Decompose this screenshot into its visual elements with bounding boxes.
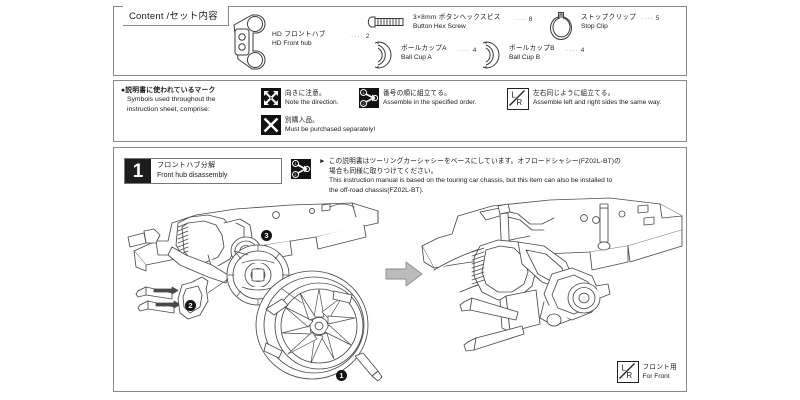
symbols-panel: ●説明書に使われているマーク Symbols used throughout t… (113, 80, 687, 142)
step-note-en-line2: the off-road chassis(FZ02L-BT). (329, 186, 424, 194)
part-label-en: Button Hex Screw (413, 23, 466, 30)
part-label-ball-cup-a: ボールカップA Ball Cup A (401, 44, 447, 62)
symbol-label-direction: 向きに注意。 Note the direction. (285, 88, 339, 107)
symbol-label-jp: 番号の順に組立てる。 (383, 90, 451, 97)
step-number-badge: 1 (125, 159, 151, 183)
part-label-en: HD Front hub (272, 40, 312, 47)
step-title-en: Front hub disassembly (157, 172, 228, 179)
step-title-jp: フロントハブ分解 (157, 162, 216, 169)
part-label-button-hex-screw: 3×8mm ボタンヘックスビス Button Hex Screw (413, 13, 501, 31)
part-label-en: Ball Cup A (401, 54, 432, 61)
symbol-label-jp: 左右同じように組立てる。 (533, 90, 615, 97)
symbols-heading-jp: ●説明書に使われているマーク (121, 87, 216, 94)
qty-dots: ···· (641, 15, 654, 22)
symbol-label-left-right: 左右同じように組立てる。 Assemble left and right sid… (533, 88, 661, 107)
part-qty-ball-cup-b: ···· 4 (566, 47, 584, 54)
symbols-heading-en-2: instruction sheet, comprise: (127, 105, 210, 113)
for-front-marker: L R フロント用 For Front (616, 361, 677, 383)
qty-dots: ···· (458, 47, 471, 54)
symbol-label-en: Note the direction. (285, 99, 339, 107)
symbol-note-purchase-separately: 別購入品。 Must be purchased separately! (261, 115, 375, 135)
qty-value: 2 (365, 33, 370, 40)
symbol-note-direction: 向きに注意。 Note the direction. (261, 88, 339, 108)
svg-text:2: 2 (363, 102, 365, 106)
symbol-label-en: Assemble in the specified order. (383, 99, 477, 107)
qty-value: 4 (472, 47, 477, 54)
symbol-label-jp: 別購入品。 (285, 117, 319, 124)
part-qty-ball-cup-a: ···· 4 (458, 47, 476, 54)
step-note-jp-line1: この説明書はツーリングカーシャシーをベースにしています。オフロードシャシー(FZ… (328, 158, 621, 165)
right-arrow-icon (384, 260, 424, 293)
callout-1: 1 (336, 370, 347, 381)
step-panel: 1 フロントハブ分解 Front hub disassembly 1 (113, 147, 687, 392)
svg-text:1: 1 (295, 162, 297, 166)
qty-value: 4 (580, 47, 585, 54)
symbol-label-en: Must be purchased separately! (285, 126, 376, 134)
front-hub-assembled-diagram (414, 190, 689, 395)
step-note-en-line1: This instruction manual is based on the … (329, 177, 613, 185)
part-label-hd-front-hub: HD フロントハブ HD Front hub (272, 30, 326, 48)
svg-text:2: 2 (295, 173, 297, 177)
svg-text:R: R (516, 98, 522, 107)
symbol-label-en: Assemble left and right sides the same w… (533, 99, 662, 107)
step-title-box: 1 フロントハブ分解 Front hub disassembly (124, 158, 282, 184)
symbol-label-purchase-separately: 別購入品。 Must be purchased separately! (285, 115, 375, 134)
symbol-label-order: 番号の順に組立てる。 Assemble in the specified ord… (383, 88, 476, 107)
for-front-en: For Front (642, 373, 670, 380)
button-hex-screw-icon (362, 15, 408, 34)
x-mark-icon (261, 115, 281, 135)
for-front-jp: フロント用 (642, 363, 677, 371)
svg-text:L: L (621, 364, 626, 373)
ball-cup-b-icon (480, 40, 504, 75)
symbol-note-left-right: L R 左右同じように組立てる。 Assemble left and right… (507, 88, 661, 110)
qty-value: 5 (655, 15, 660, 22)
svg-text:R: R (626, 371, 632, 380)
part-label-jp: ストップクリップ (581, 14, 637, 21)
part-label-jp: ボールカップA (401, 45, 447, 52)
part-label-jp: 3×8mm ボタンヘックスビス (413, 14, 501, 21)
part-label-jp: ボールカップB (509, 45, 555, 52)
svg-text:L: L (511, 91, 516, 100)
svg-text:1: 1 (363, 91, 365, 95)
symbol-note-order: 1 2 番号の順に組立てる。 Assemble in the specified… (359, 88, 476, 108)
callout-2: 2 (185, 300, 196, 311)
ball-cup-a-icon (372, 40, 396, 75)
part-label-en: Ball Cup B (509, 54, 541, 61)
symbols-heading-en-1: Symbols used throughout the (127, 96, 216, 104)
step-title-text: フロントハブ分解 Front hub disassembly (151, 159, 227, 183)
step-note: ►この説明書はツーリングカーシャシーをベースにしています。オフロードシャシー(F… (319, 157, 679, 195)
part-qty-button-hex-screw: ···· 8 (514, 16, 532, 23)
part-qty-hd-front-hub: ···· 2 (351, 33, 369, 40)
note-arrow-icon: ► (319, 158, 326, 165)
numbered-order-icon: 1 2 (291, 159, 311, 179)
qty-dots: ···· (566, 47, 579, 54)
part-label-jp: HD フロントハブ (272, 31, 326, 38)
step-note-jp-1: ►この説明書はツーリングカーシャシーをベースにしています。オフロードシャシー(F… (319, 157, 679, 167)
step-note-jp-line2: 場合も同様に取りつけてください。 (329, 167, 438, 175)
part-label-stop-clip: ストップクリップ Stop Clip (581, 13, 636, 31)
qty-dots: ···· (351, 33, 364, 40)
qty-dots: ···· (514, 16, 527, 23)
direction-arrows-icon (261, 88, 281, 108)
callout-3: 3 (261, 230, 272, 241)
numbered-order-icon: 1 2 (359, 88, 379, 108)
stop-clip-icon (547, 11, 575, 48)
symbols-heading: ●説明書に使われているマーク Symbols used throughout t… (121, 86, 215, 114)
hd-front-hub-icon (222, 11, 266, 78)
part-label-en: Stop Clip (581, 23, 608, 30)
for-front-label: フロント用 For Front (643, 363, 677, 381)
qty-value: 8 (528, 16, 533, 23)
symbol-label-jp: 向きに注意。 (285, 90, 326, 97)
contents-panel: Content /セット内容 HD フロントハブ HD Front (113, 6, 687, 76)
part-label-ball-cup-b: ボールカップB Ball Cup B (509, 44, 555, 62)
left-right-icon: L R (616, 361, 639, 383)
contents-tab-label: Content /セット内容 (123, 6, 229, 26)
part-qty-stop-clip: ···· 5 (641, 15, 659, 22)
left-right-icon: L R (507, 88, 529, 110)
front-hub-exploded-diagram (116, 193, 386, 394)
